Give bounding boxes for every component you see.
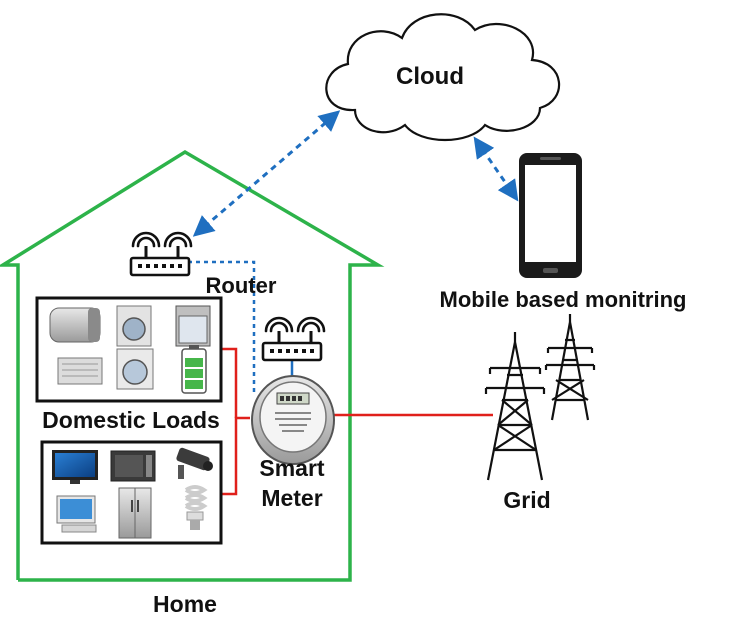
water-heater-icon (49, 307, 101, 343)
loads-bottom-power-line (221, 416, 250, 496)
smart-meter-icon (251, 375, 335, 465)
router-icon (129, 231, 193, 277)
smart-meter-label-line2: Meter (261, 485, 322, 511)
desktop-computer-icon (56, 495, 97, 533)
refrigerator-icon (118, 487, 152, 539)
battery-icon (181, 345, 207, 394)
router-label: Router (206, 273, 277, 298)
smart-meter-label-line1: Smart (259, 455, 325, 481)
dishwasher-icon (175, 305, 211, 347)
front-load-washer-icon (116, 348, 154, 390)
home-label: Home (153, 591, 217, 617)
transmission-tower-icon (484, 314, 596, 481)
router-cloud-link (192, 110, 341, 237)
washing-machine-icon (116, 305, 152, 347)
domestic-loads-label: Domestic Loads (42, 407, 220, 433)
cloud-mobile-link (473, 136, 519, 202)
cfl-bulb-icon (184, 485, 208, 530)
router-meter-link (188, 260, 256, 395)
microwave-oven-icon (110, 450, 156, 482)
grid-label: Grid (503, 487, 550, 513)
smartphone-icon (519, 153, 582, 278)
meter-wifi-icon (261, 316, 326, 362)
loads-top-power-line (221, 347, 238, 418)
air-conditioner-icon (57, 357, 103, 385)
cloud-icon (325, 13, 561, 142)
mobile-label: Mobile based monitring (440, 287, 687, 312)
television-icon (52, 450, 98, 484)
cloud-label: Cloud (396, 63, 464, 90)
security-camera-icon (176, 447, 213, 479)
